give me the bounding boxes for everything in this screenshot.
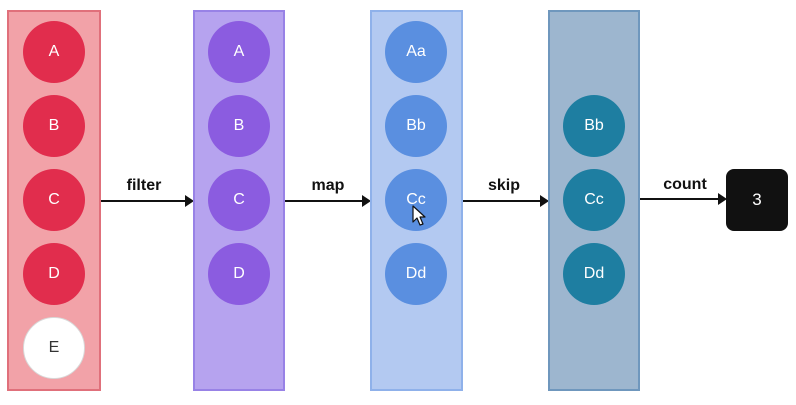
skipped-node-cc: Cc xyxy=(563,169,625,231)
count-label: count xyxy=(663,176,707,193)
count-arrow xyxy=(640,193,727,205)
source-node-e: E xyxy=(23,317,85,379)
skip-arrow xyxy=(463,195,549,207)
filter-arrow xyxy=(101,195,194,207)
mapped-column: Aa Bb Cc Dd xyxy=(370,10,463,391)
filtered-column: A B C D xyxy=(193,10,285,391)
source-column: A B C D E xyxy=(7,10,101,391)
skipped-node-bb: Bb xyxy=(563,95,625,157)
filtered-node-d: D xyxy=(208,243,270,305)
mapped-node-dd: Dd xyxy=(385,243,447,305)
source-node-d: D xyxy=(23,243,85,305)
skip-label: skip xyxy=(487,177,520,194)
skipped-column: Bb Cc Dd xyxy=(548,10,640,391)
result-box: 3 xyxy=(726,169,788,231)
map-label: map xyxy=(311,177,345,194)
filtered-node-c: C xyxy=(208,169,270,231)
source-node-c: C xyxy=(23,169,85,231)
mapped-node-aa: Aa xyxy=(385,21,447,83)
mapped-node-cc: Cc xyxy=(385,169,447,231)
source-node-a: A xyxy=(23,21,85,83)
filtered-node-b: B xyxy=(208,95,270,157)
filtered-node-a: A xyxy=(208,21,270,83)
map-arrow xyxy=(285,195,371,207)
skipped-node-dd: Dd xyxy=(563,243,625,305)
source-node-b: B xyxy=(23,95,85,157)
filter-label: filter xyxy=(126,177,162,194)
mapped-node-bb: Bb xyxy=(385,95,447,157)
mouse-pointer-icon xyxy=(412,205,426,226)
